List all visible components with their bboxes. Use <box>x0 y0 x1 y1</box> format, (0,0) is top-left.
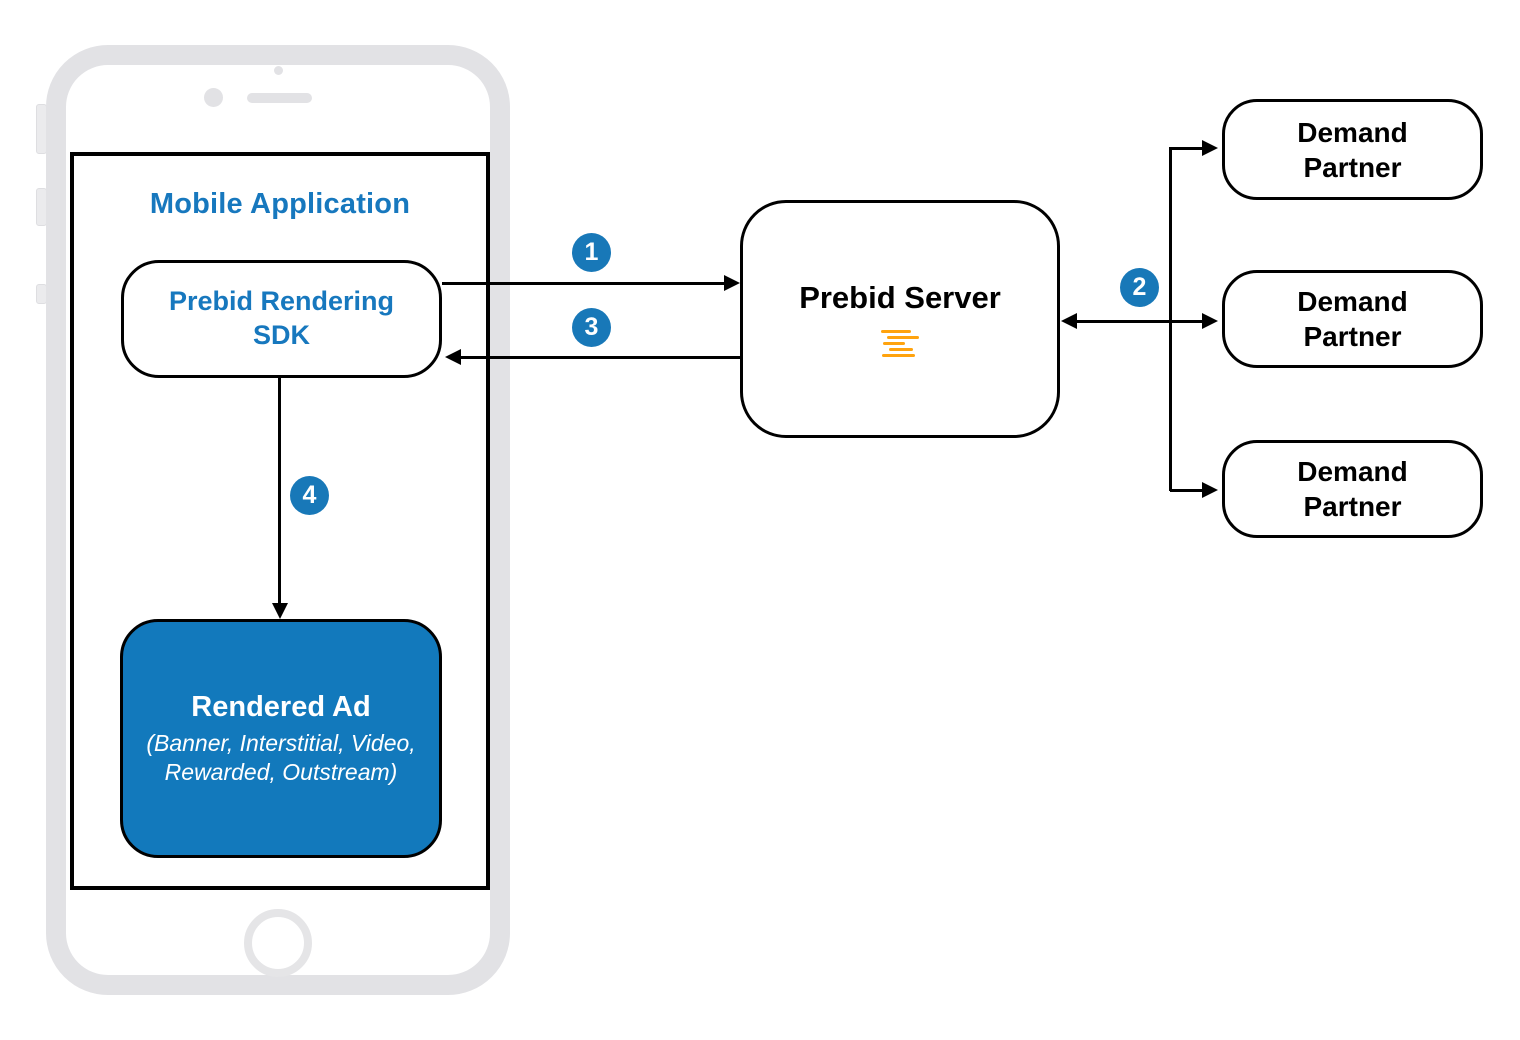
arrowhead-right-icon <box>724 275 740 291</box>
arrowhead-right-icon <box>1202 313 1218 329</box>
step-number: 4 <box>302 481 317 509</box>
arrow-branch-to-demand-1 <box>1170 147 1204 150</box>
arrow-branch-to-demand-3 <box>1170 489 1204 492</box>
arrow-sdk-to-server <box>442 282 728 285</box>
prebid-rendering-sdk-label: Prebid Rendering SDK <box>168 286 395 350</box>
demand-partner-label: Demand Partner <box>1297 456 1408 522</box>
arrow-server-to-demand <box>1073 320 1205 323</box>
step-badge-4: 4 <box>290 476 329 515</box>
step-number: 3 <box>584 313 599 341</box>
rendered-ad-subtitle: (Banner, Interstitial, Video, Rewarded, … <box>146 730 416 785</box>
prebid-logo-icon <box>878 330 922 358</box>
mobile-application-title: Mobile Application <box>149 188 411 220</box>
rendered-ad-node: Rendered Ad (Banner, Interstitial, Video… <box>120 619 442 858</box>
demand-partner-node: Demand Partner <box>1222 440 1483 538</box>
home-button-icon <box>244 909 312 977</box>
arrowhead-left-icon <box>445 349 461 365</box>
camera-lens-icon <box>204 88 223 107</box>
arrow-server-to-sdk <box>458 356 740 359</box>
prebid-rendering-sdk-node: Prebid Rendering SDK <box>121 260 442 378</box>
demand-partner-node: Demand Partner <box>1222 99 1483 200</box>
step-badge-2: 2 <box>1120 268 1159 307</box>
step-number: 1 <box>584 238 599 266</box>
arrow-sdk-to-rendered-ad <box>278 378 281 606</box>
arrowhead-left-icon <box>1061 313 1077 329</box>
demand-partner-label: Demand Partner <box>1297 286 1408 352</box>
demand-partner-label: Demand Partner <box>1297 116 1408 183</box>
step-badge-3: 3 <box>572 308 611 347</box>
prebid-server-label: Prebid Server <box>799 280 1001 315</box>
demand-branch-line <box>1169 147 1172 491</box>
arrowhead-right-icon <box>1202 140 1218 156</box>
speaker-bar-icon <box>247 93 312 103</box>
arrowhead-right-icon <box>1202 482 1218 498</box>
step-badge-1: 1 <box>572 233 611 272</box>
rendered-ad-title: Rendered Ad <box>191 691 371 724</box>
arrowhead-down-icon <box>272 603 288 619</box>
demand-partner-node: Demand Partner <box>1222 270 1483 368</box>
prebid-server-node: Prebid Server <box>740 200 1060 438</box>
camera-dot-icon <box>274 66 283 75</box>
step-number: 2 <box>1132 273 1147 301</box>
